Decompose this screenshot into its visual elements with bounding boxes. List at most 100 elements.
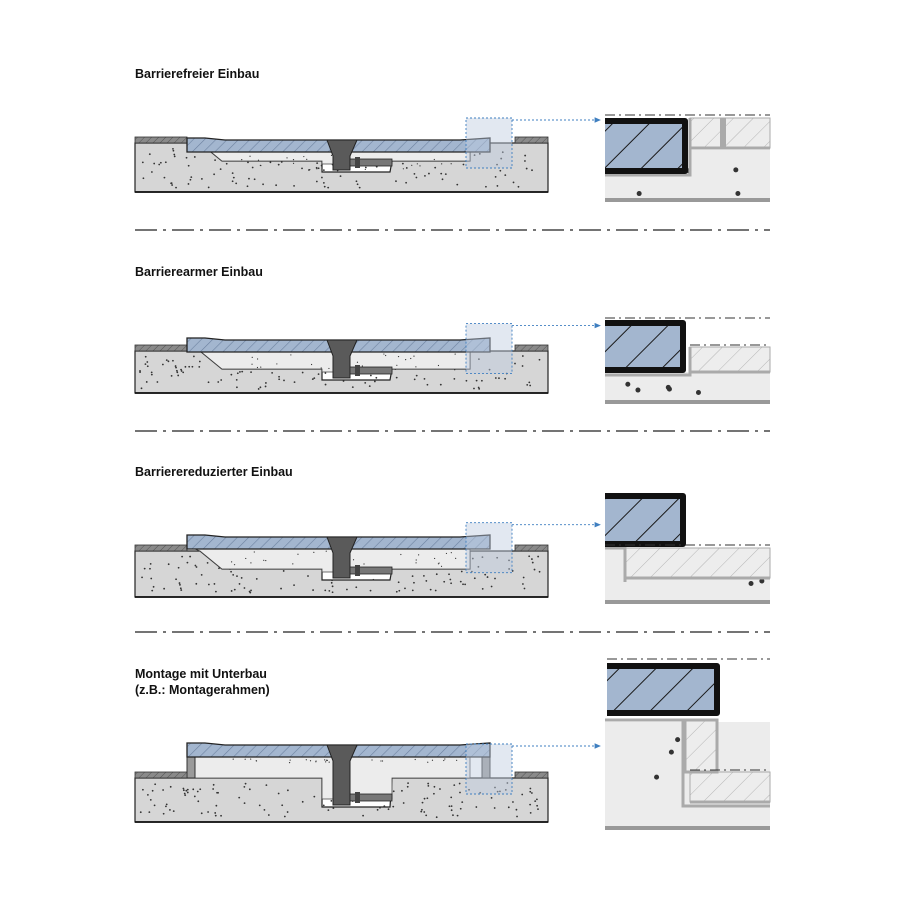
concrete-aggregate-dot: [236, 372, 239, 375]
concrete-aggregate-dot: [256, 358, 259, 360]
concrete-aggregate-dot: [411, 589, 414, 592]
concrete-aggregate-dot: [358, 186, 361, 189]
concrete-aggregate-dot: [321, 176, 323, 179]
concrete-aggregate-dot: [486, 576, 489, 578]
concrete-aggregate-dot: [149, 798, 152, 801]
concrete-aggregate-dot: [165, 803, 168, 806]
concrete-aggregate-dot: [292, 563, 294, 565]
concrete-aggregate-dot: [494, 175, 497, 178]
concrete-aggregate-dot: [536, 798, 538, 801]
concrete-aggregate-dot: [217, 381, 220, 383]
concrete-aggregate-dot: [733, 167, 739, 173]
concrete-aggregate-dot: [207, 583, 210, 586]
concrete-aggregate-dot: [531, 558, 533, 560]
concrete-aggregate-dot: [411, 164, 413, 166]
detail-mounting-frame: [683, 718, 719, 774]
concrete-aggregate-dot: [493, 807, 496, 809]
concrete-aggregate-dot: [498, 377, 500, 380]
concrete-aggregate-dot: [172, 149, 175, 152]
concrete-aggregate-dot: [439, 788, 441, 790]
concrete-aggregate-dot: [496, 185, 499, 187]
concrete-aggregate-dot: [297, 553, 299, 555]
section-title-unterbau: Montage mit Unterbau: [135, 667, 267, 681]
concrete-aggregate-dot: [187, 183, 190, 185]
concrete-aggregate-dot: [180, 368, 182, 371]
concrete-aggregate-dot: [538, 570, 541, 573]
concrete-aggregate-dot: [282, 570, 285, 572]
concrete-aggregate-dot: [464, 583, 467, 586]
concrete-aggregate-dot: [277, 792, 280, 795]
concrete-aggregate-dot: [148, 153, 151, 156]
concrete-aggregate-dot: [238, 796, 241, 799]
concrete-aggregate-dot: [419, 165, 421, 167]
concrete-aggregate-dot: [280, 587, 282, 590]
concrete-aggregate-dot: [501, 151, 504, 154]
floor-tile-right: [514, 136, 549, 144]
concrete-aggregate-dot: [289, 759, 291, 761]
concrete-aggregate-dot: [159, 161, 162, 164]
concrete-aggregate-dot: [529, 384, 532, 387]
drain-pipe: [349, 158, 393, 167]
concrete-aggregate-dot: [364, 381, 367, 384]
concrete-aggregate-dot: [395, 376, 398, 379]
concrete-aggregate-dot: [200, 178, 203, 180]
concrete-aggregate-dot: [475, 379, 478, 382]
concrete-aggregate-dot: [355, 180, 358, 183]
concrete-aggregate-dot: [305, 759, 307, 761]
concrete-aggregate-dot: [425, 814, 428, 817]
concrete-aggregate-dot: [162, 812, 165, 815]
concrete-aggregate-dot: [164, 161, 167, 164]
concrete-aggregate-dot: [450, 552, 452, 554]
concrete-aggregate-dot: [238, 583, 241, 585]
concrete-aggregate-dot: [250, 371, 252, 374]
concrete-aggregate-dot: [425, 580, 428, 582]
detail-tile-joint: [720, 118, 726, 148]
concrete-aggregate-dot: [440, 565, 443, 567]
concrete-aggregate-dot: [152, 585, 155, 588]
concrete-aggregate-dot: [167, 360, 170, 363]
concrete-aggregate-dot: [468, 788, 470, 791]
concrete-aggregate-dot: [521, 355, 524, 357]
concrete-aggregate-dot: [421, 808, 423, 811]
concrete-aggregate-dot: [174, 365, 177, 367]
concrete-aggregate-dot: [264, 382, 267, 384]
concrete-aggregate-dot: [473, 577, 476, 580]
concrete-aggregate-dot: [654, 774, 660, 780]
detail-floor-tile: [689, 771, 771, 803]
concrete-aggregate-dot: [323, 185, 326, 188]
floor-tile-left: [134, 344, 188, 352]
concrete-aggregate-dot: [218, 567, 220, 570]
drain-body: [326, 139, 358, 171]
concrete-aggregate-dot: [426, 797, 429, 800]
concrete-aggregate-dot: [342, 380, 345, 382]
concrete-aggregate-dot: [462, 163, 465, 166]
concrete-aggregate-dot: [235, 378, 238, 381]
concrete-aggregate-dot: [427, 785, 430, 787]
concrete-aggregate-dot: [183, 792, 186, 795]
concrete-aggregate-dot: [453, 377, 456, 380]
concrete-aggregate-dot: [286, 789, 289, 792]
concrete-aggregate-dot: [427, 782, 430, 785]
concrete-aggregate-dot: [459, 580, 462, 583]
detail-tray-profile: [605, 118, 688, 174]
concrete-aggregate-dot: [251, 166, 254, 169]
concrete-aggregate-dot: [283, 379, 285, 382]
floor-tile-left: [134, 136, 188, 144]
concrete-aggregate-dot: [259, 164, 261, 166]
concrete-aggregate-dot: [438, 562, 440, 564]
concrete-aggregate-dot: [373, 380, 376, 383]
concrete-aggregate-dot: [301, 167, 303, 170]
concrete-aggregate-dot: [444, 758, 446, 760]
concrete-aggregate-dot: [405, 181, 408, 184]
concrete-aggregate-dot: [257, 159, 260, 161]
concrete-aggregate-dot: [139, 369, 141, 372]
concrete-aggregate-dot: [313, 551, 315, 553]
detail-marker-box: [465, 323, 513, 375]
concrete-aggregate-dot: [253, 178, 256, 181]
concrete-aggregate-dot: [193, 795, 196, 798]
concrete-aggregate-dot: [167, 563, 170, 566]
concrete-aggregate-dot: [172, 810, 175, 813]
concrete-aggregate-dot: [452, 814, 454, 817]
concrete-aggregate-dot: [249, 591, 252, 594]
detail-view-barrierearm: [605, 317, 771, 404]
